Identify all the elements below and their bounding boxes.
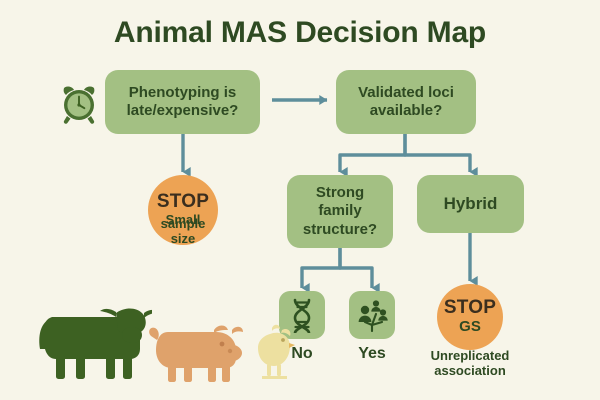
cow-silhouette: [28, 297, 158, 388]
decision-node-validated-loci-line1: Validated loci: [358, 83, 454, 101]
decision-node-phenotyping-line1: Phenotyping is: [128, 83, 237, 101]
decision-node-phenotyping-line2: late/expensive?: [126, 102, 239, 119]
stop-label-small-sample: STOP: [156, 191, 210, 213]
decision-node-strong-family-line3: structure?: [302, 220, 378, 238]
family-tree-icon[interactable]: [349, 291, 395, 339]
branch-label-no: No: [291, 345, 313, 362]
page-title: Animal MAS Decision Map: [113, 16, 487, 49]
alarm-clock-icon: [54, 78, 104, 133]
decision-node-strong-family[interactable]: Strong family structure?: [287, 175, 393, 248]
stop-label-gs: STOP: [443, 297, 497, 319]
stop-sub-gs: GS: [459, 318, 481, 336]
stop-caption-gs: Unreplicated association: [390, 348, 550, 379]
decision-node-phenotyping[interactable]: Phenotyping is late/expensive?: [105, 70, 260, 134]
stop-caption-gs-line1: Unreplicated: [430, 348, 510, 363]
pig-silhouette: [148, 318, 248, 389]
stop-caption-small-sample: sample size: [103, 216, 263, 247]
stop-caption-small-sample-line3: size: [170, 231, 196, 247]
decision-node-validated-loci[interactable]: Validated loci available?: [336, 70, 476, 134]
decision-node-hybrid-label: Hybrid: [443, 193, 498, 213]
branch-label-yes: Yes: [358, 345, 386, 362]
stop-caption-small-sample-line2: sample: [160, 216, 206, 231]
chick-silhouette: [250, 320, 304, 387]
decision-node-hybrid[interactable]: Hybrid: [417, 175, 524, 233]
stop-caption-gs-line2: association: [434, 363, 506, 379]
stop-sub-small-sample-line1: Small: [165, 212, 201, 228]
stop-node-small-sample[interactable]: STOP Small: [148, 175, 218, 245]
decision-node-strong-family-line1: Strong: [315, 184, 365, 202]
stop-node-gs[interactable]: STOP GS: [437, 284, 503, 350]
decision-node-strong-family-line2: family: [318, 202, 362, 220]
decision-node-validated-loci-line2: available?: [369, 102, 443, 119]
